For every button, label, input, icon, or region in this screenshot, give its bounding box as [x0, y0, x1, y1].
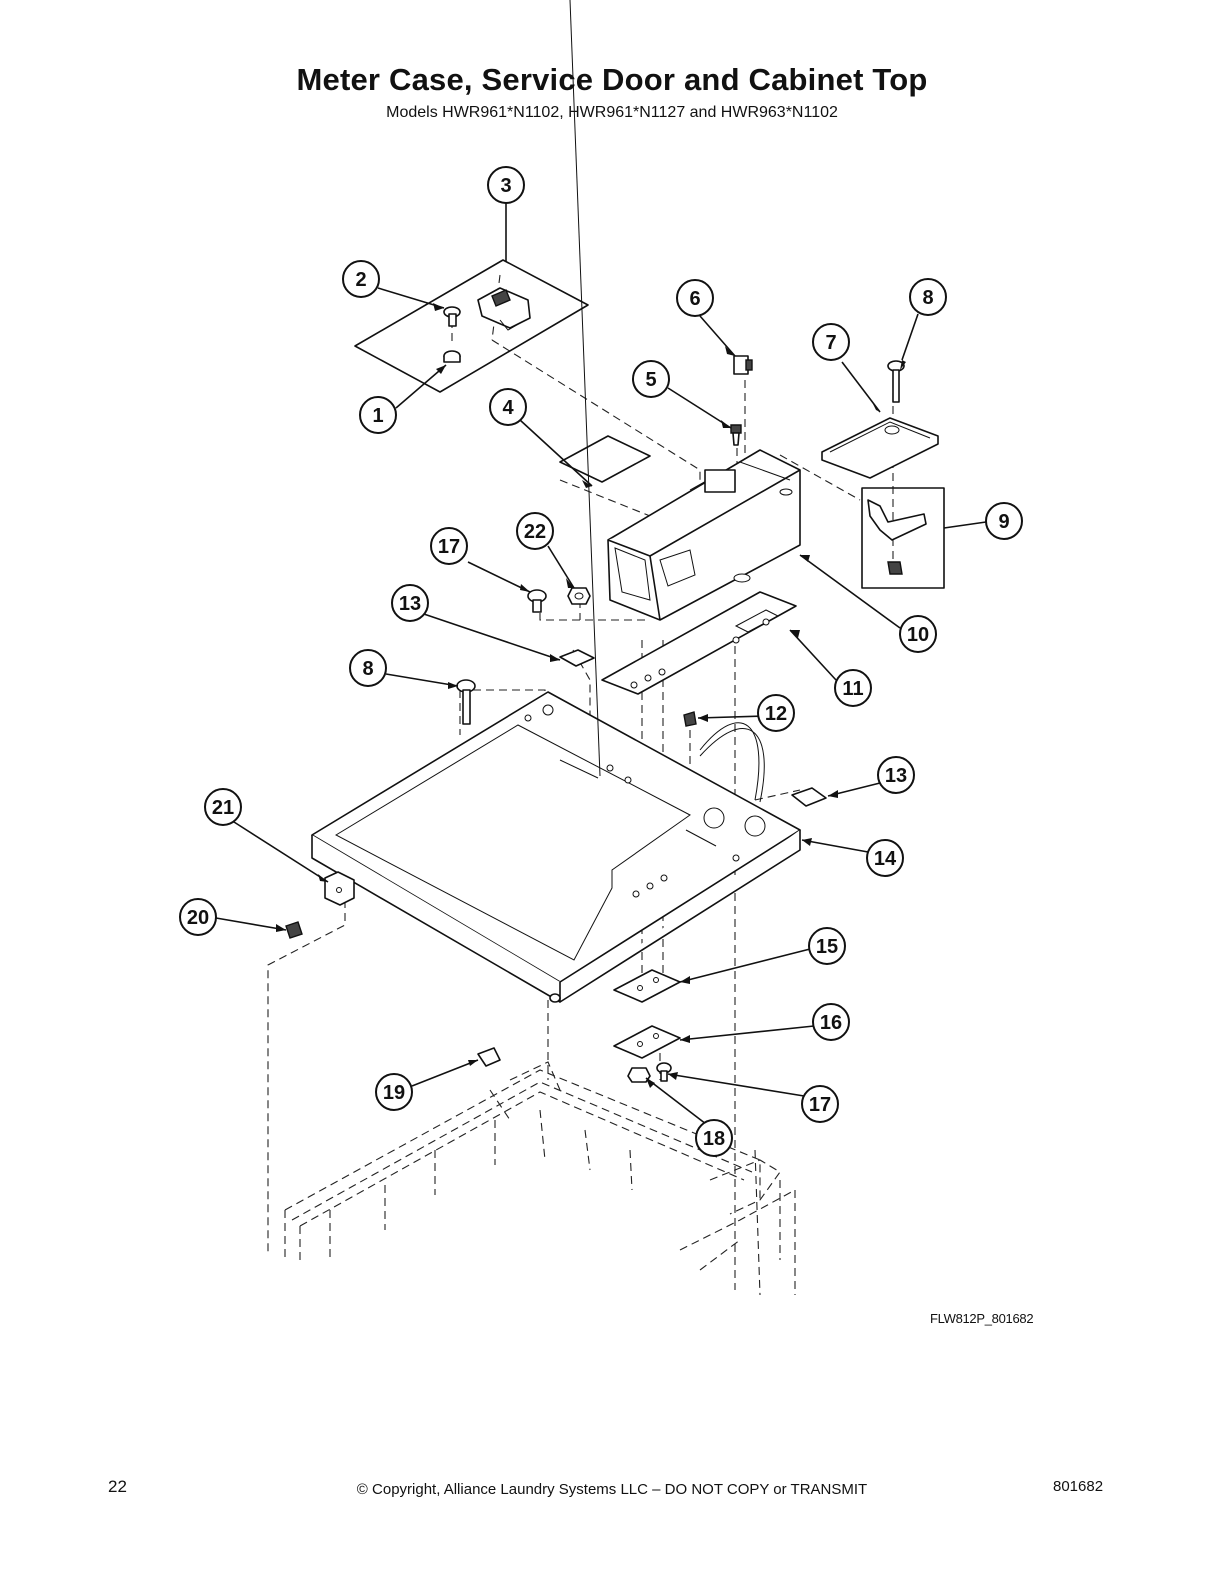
svg-text:13: 13 [399, 593, 421, 615]
svg-text:15: 15 [816, 936, 838, 958]
callout-10: 10 [899, 615, 937, 653]
part-5-screw [730, 424, 742, 446]
callout-21: 21 [204, 788, 242, 826]
callout-8-top: 8 [909, 278, 947, 316]
svg-text:10: 10 [907, 624, 929, 646]
page-subtitle: Models HWR961*N1102, HWR961*N1127 and HW… [386, 104, 838, 121]
svg-text:8: 8 [922, 287, 933, 309]
svg-text:22: 22 [524, 521, 546, 543]
part-3-kit-outline [354, 203, 589, 393]
svg-text:1: 1 [372, 405, 383, 427]
svg-text:6: 6 [689, 288, 700, 310]
part-19-clip [477, 1047, 501, 1067]
callout-4: 4 [489, 388, 527, 426]
callout-22: 22 [516, 512, 554, 550]
page-number: 22 [108, 1477, 127, 1496]
part-20-screw [285, 921, 303, 939]
callout-17-lower: 17 [801, 1085, 839, 1123]
callout-15: 15 [808, 927, 846, 965]
part-9-bracket-kit [861, 487, 987, 589]
svg-text:21: 21 [212, 797, 234, 819]
callout-19: 19 [375, 1073, 413, 1111]
part-17-bolt-upper [527, 589, 547, 613]
svg-text:3: 3 [500, 175, 511, 197]
callout-14: 14 [866, 839, 904, 877]
part-10-meter-case [607, 449, 801, 621]
part-1-nut [443, 350, 461, 363]
part-2-bolt [443, 306, 461, 327]
copyright-notice: © Copyright, Alliance Laundry Systems LL… [356, 1481, 868, 1498]
svg-text:8: 8 [362, 658, 373, 680]
svg-text:7: 7 [825, 332, 836, 354]
callout-7: 7 [812, 323, 850, 361]
part-21-hinge [324, 871, 355, 906]
callout-20: 20 [179, 898, 217, 936]
part-7-service-door [821, 417, 939, 479]
part-13-label-right [791, 787, 827, 807]
callout-16: 16 [812, 1003, 850, 1041]
callout-2: 2 [342, 260, 380, 298]
svg-text:5: 5 [645, 369, 656, 391]
part-6-switch [733, 355, 753, 375]
svg-text:12: 12 [765, 703, 787, 725]
svg-text:17: 17 [809, 1094, 831, 1116]
part-22-nut [567, 587, 591, 605]
svg-text:17: 17 [438, 536, 460, 558]
part-4-label [559, 435, 651, 483]
latch-assembly [477, 287, 531, 331]
callout-13-right: 13 [877, 756, 915, 794]
callout-11: 11 [834, 669, 872, 707]
part-15-plate [613, 969, 681, 1003]
callout-8-left: 8 [349, 649, 387, 687]
part-12-wire-clip [683, 711, 765, 803]
svg-text:13: 13 [885, 765, 907, 787]
document-number: 801682 [1053, 1478, 1104, 1495]
page-title: Meter Case, Service Door and Cabinet Top [296, 62, 928, 97]
callout-5: 5 [632, 360, 670, 398]
svg-text:19: 19 [383, 1082, 405, 1104]
part-17-bolt-lower [656, 1062, 672, 1082]
svg-text:4: 4 [502, 397, 514, 419]
callout-1: 1 [359, 396, 397, 434]
callout-6: 6 [676, 279, 714, 317]
arrowheads [276, 303, 906, 1088]
callout-12: 12 [757, 694, 795, 732]
part-8-bolt-left [456, 679, 476, 725]
part-14-cabinet-top [311, 0, 801, 1003]
part-13-label-upper [559, 649, 595, 667]
callout-17-upper: 17 [430, 527, 468, 565]
svg-text:20: 20 [187, 907, 209, 929]
leader-lines [215, 287, 919, 1125]
diagram-code: FLW812P_801682 [930, 1311, 1034, 1326]
svg-text:14: 14 [874, 848, 897, 870]
part-8-bolt-top [887, 360, 905, 403]
callout-13-upper: 13 [391, 584, 429, 622]
callout-3: 3 [487, 166, 525, 204]
callout-9: 9 [985, 502, 1023, 540]
svg-text:9: 9 [998, 511, 1009, 533]
svg-text:2: 2 [355, 269, 366, 291]
part-18-nut [627, 1067, 651, 1083]
svg-text:18: 18 [703, 1128, 725, 1150]
svg-text:11: 11 [842, 678, 863, 700]
part-16-plate [613, 1025, 681, 1059]
callout-18: 18 [695, 1119, 733, 1157]
part-11-plate [601, 591, 797, 695]
cabinet-frame [284, 1061, 796, 1295]
svg-text:16: 16 [820, 1012, 842, 1034]
